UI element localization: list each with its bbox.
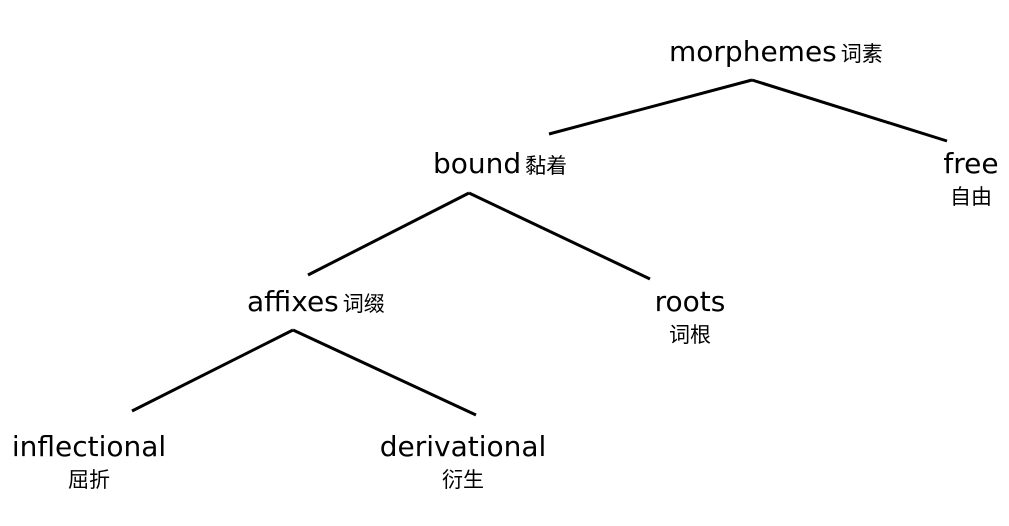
node-derivational-label: derivational: [379, 430, 547, 463]
node-inflectional-label: inflectional: [11, 430, 167, 463]
branch-bound-roots: [468, 191, 651, 281]
node-affixes-translation: 词缀: [342, 292, 385, 316]
node-free-translation: 自由: [950, 185, 992, 209]
node-roots-label: roots: [654, 285, 726, 318]
node-derivational-translation: 衍生: [442, 468, 484, 492]
node-affixes-label: affixes: [247, 285, 339, 318]
node-bound-label: bound: [433, 147, 522, 180]
branch-affixes-inflectional: [131, 328, 294, 413]
node-inflectional-translation: 屈折: [68, 468, 110, 492]
node-derivational: derivational 衍生: [376, 433, 550, 491]
node-morphemes-label: morphemes: [669, 35, 837, 68]
node-free: free 自由: [940, 150, 1002, 208]
node-bound-translation: 黏着: [525, 154, 568, 178]
node-morphemes-translation: 词素: [840, 42, 883, 66]
node-free-label: free: [943, 147, 999, 180]
node-inflectional: inflectional 屈折: [8, 433, 170, 491]
branch-bound-affixes: [307, 191, 470, 277]
branch-affixes-derivational: [292, 328, 477, 417]
branch-morphemes-free: [751, 78, 948, 143]
branch-morphemes-bound: [548, 78, 753, 136]
node-roots-translation: 词根: [669, 323, 711, 347]
node-roots: roots 词根: [652, 288, 728, 346]
